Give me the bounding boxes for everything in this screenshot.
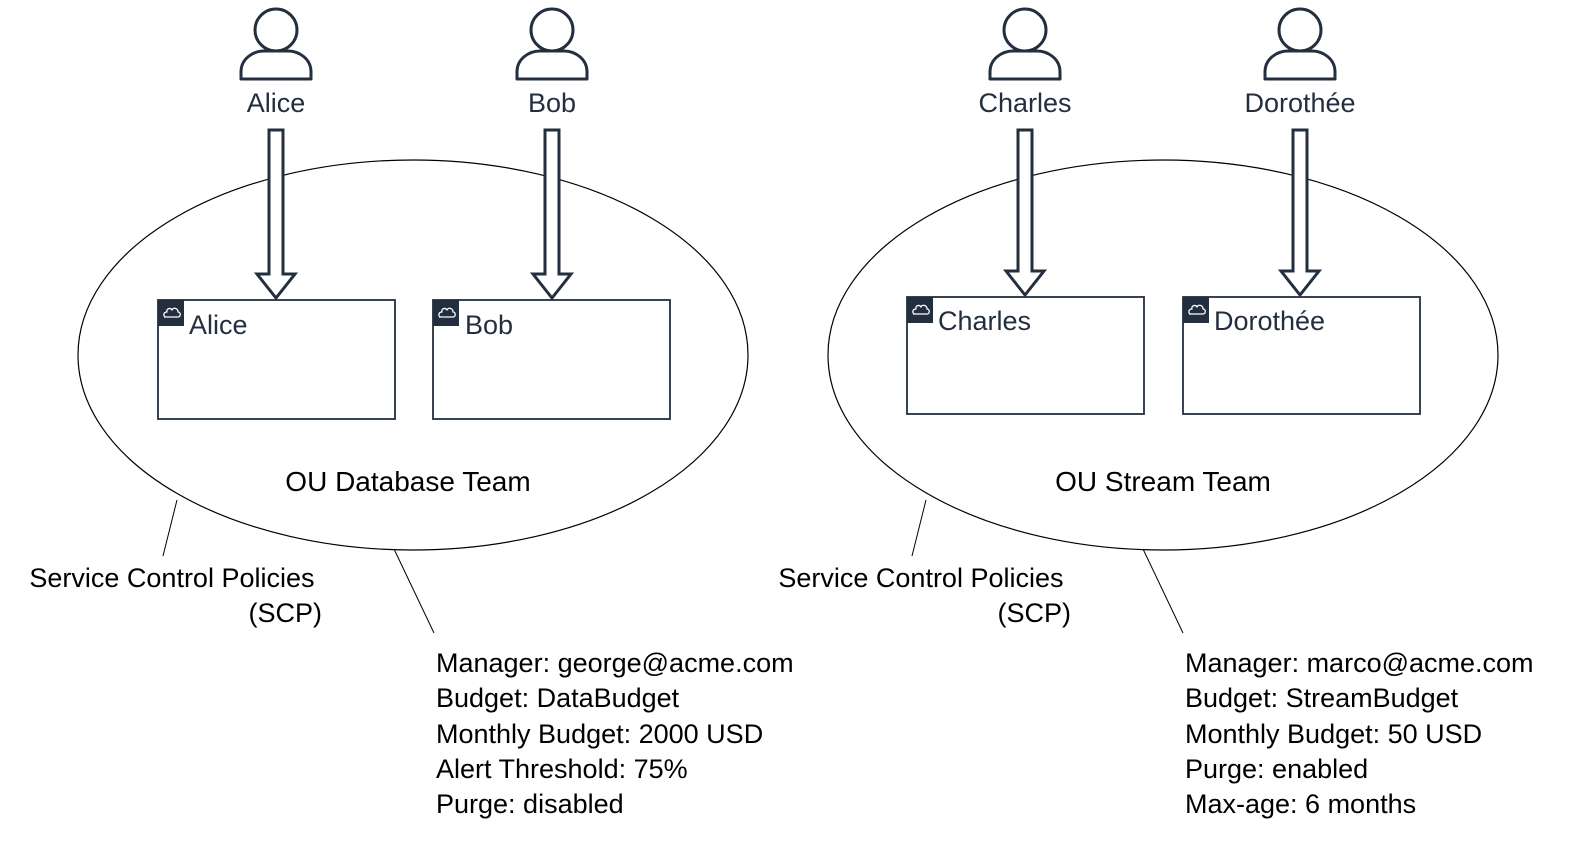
tag-alert-threshold: Alert Threshold: 75% [436, 754, 688, 784]
user-label: Alice [247, 88, 306, 118]
ou-boundary [827, 159, 1499, 551]
ou-stream-team: Charles Dorothée OU Stream Team Service … [778, 159, 1534, 819]
cloud-icon [157, 299, 185, 327]
user-label: Dorothée [1244, 88, 1355, 118]
user-dorothee[interactable]: Dorothée [1244, 7, 1356, 118]
account-label: Alice [189, 310, 248, 340]
account-box-bob[interactable]: Bob [432, 299, 671, 420]
ou-label: OU Database Team [285, 466, 530, 497]
cloud-icon [906, 296, 934, 324]
user-label: Charles [978, 88, 1071, 118]
tag-manager: Manager: george@acme.com [436, 648, 794, 678]
account-box-dorothee[interactable]: Dorothée [1182, 296, 1421, 415]
ou-boundary [77, 159, 749, 551]
scp-label: Service Control Policies (SCP) [778, 563, 1071, 628]
user-icon [988, 7, 1062, 81]
scp-label: Service Control Policies (SCP) [29, 563, 322, 628]
account-label: Charles [938, 306, 1031, 336]
cloud-icon [1182, 296, 1210, 324]
tag-manager: Manager: marco@acme.com [1185, 648, 1534, 678]
user-alice[interactable]: Alice [239, 7, 313, 118]
tag-purge: Purge: enabled [1185, 754, 1368, 784]
user-bob[interactable]: Bob [515, 7, 589, 118]
ou-database-team: Alice Bob OU Database Team Service Contr… [29, 159, 794, 819]
tags-list: Manager: george@acme.com Budget: DataBud… [436, 648, 794, 819]
tag-monthly-budget: Monthly Budget: 2000 USD [436, 719, 763, 749]
tag-budget: Budget: DataBudget [436, 683, 680, 713]
tag-monthly-budget: Monthly Budget: 50 USD [1185, 719, 1482, 749]
user-label: Bob [528, 88, 576, 118]
account-box-charles[interactable]: Charles [906, 296, 1145, 415]
access-arrow-bob [529, 128, 575, 301]
user-icon [1263, 7, 1337, 81]
account-label: Dorothée [1214, 306, 1325, 336]
tag-max-age: Max-age: 6 months [1185, 789, 1416, 819]
user-icon [239, 7, 313, 81]
user-charles[interactable]: Charles [978, 7, 1072, 118]
ou-label: OU Stream Team [1055, 466, 1271, 497]
user-icon [515, 7, 589, 81]
scp-callout-line [162, 499, 178, 557]
access-arrow-charles [1002, 128, 1048, 298]
tag-budget: Budget: StreamBudget [1185, 683, 1459, 713]
tags-list: Manager: marco@acme.com Budget: StreamBu… [1185, 648, 1534, 819]
access-arrow-dorothee [1277, 128, 1323, 298]
tag-purge: Purge: disabled [436, 789, 624, 819]
account-label: Bob [465, 310, 513, 340]
access-arrow-alice [253, 128, 299, 301]
cloud-icon [432, 299, 460, 327]
scp-callout-line [911, 499, 927, 557]
tags-callout-line [1142, 548, 1184, 634]
tags-callout-line [393, 548, 435, 634]
account-box-alice[interactable]: Alice [157, 299, 396, 420]
